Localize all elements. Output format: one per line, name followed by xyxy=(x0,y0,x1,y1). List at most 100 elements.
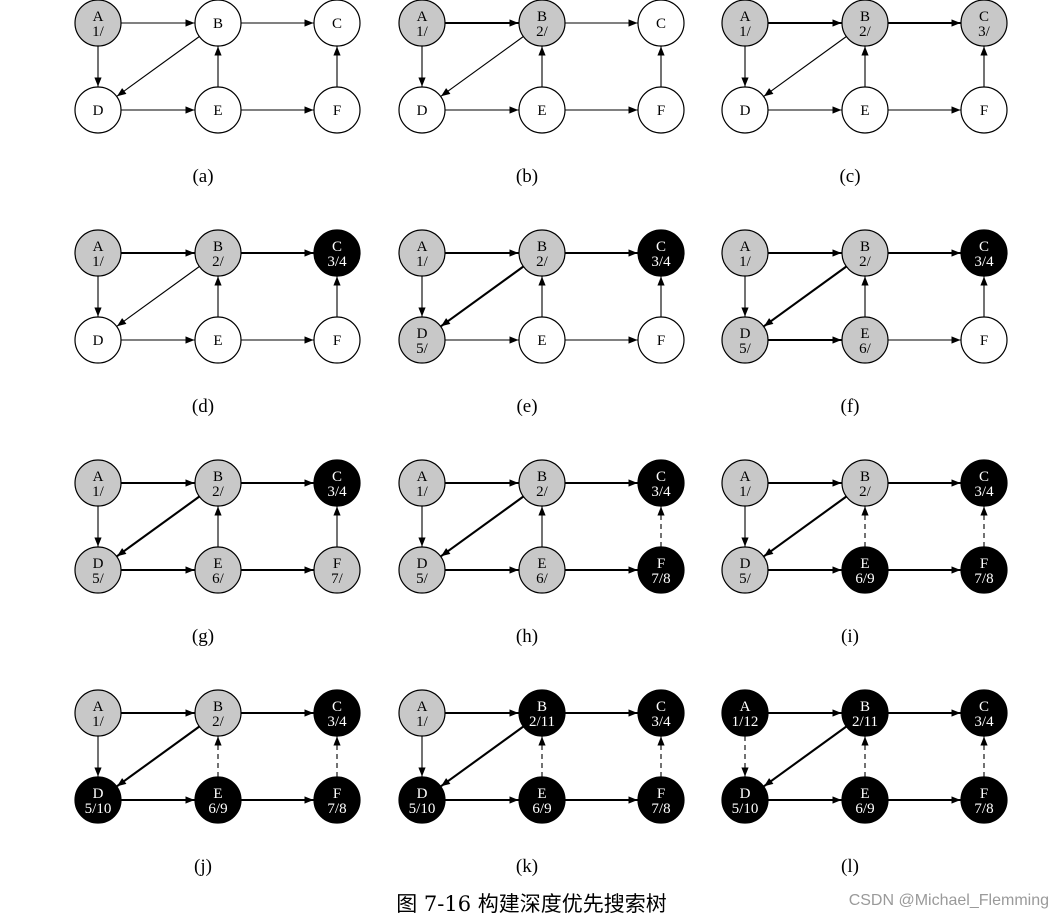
node-name: D xyxy=(417,103,428,119)
node-circle xyxy=(313,546,361,594)
node-name: B xyxy=(860,239,870,255)
node-circle xyxy=(194,546,242,594)
node-name: F xyxy=(333,786,341,802)
node-d: D5/ xyxy=(721,546,769,594)
node-d: D xyxy=(74,86,122,134)
node-circle xyxy=(637,86,685,134)
node-b: B2/ xyxy=(518,0,566,47)
node-circle xyxy=(518,86,566,134)
node-f: F xyxy=(960,316,1008,364)
node-circle xyxy=(960,229,1008,277)
node-circle xyxy=(960,316,1008,364)
node-circle xyxy=(194,316,242,364)
node-b: B2/ xyxy=(194,459,242,507)
node-c: C3/4 xyxy=(960,229,1008,277)
node-name: F xyxy=(333,556,341,572)
edge-b-d xyxy=(440,495,524,558)
node-name: A xyxy=(417,469,428,485)
node-a: A1/ xyxy=(74,229,122,277)
panel-label: (l) xyxy=(841,856,859,877)
node-circle xyxy=(637,776,685,824)
node-time: 3/4 xyxy=(327,254,347,270)
node-circle xyxy=(637,689,685,737)
node-name: A xyxy=(93,469,104,485)
node-name: E xyxy=(537,786,546,802)
node-a: A1/ xyxy=(398,229,446,277)
node-name: E xyxy=(537,103,546,119)
node-name: C xyxy=(979,9,989,25)
node-name: B xyxy=(537,239,547,255)
node-e: E6/9 xyxy=(841,776,889,824)
node-name: D xyxy=(93,333,104,349)
edge-b-d xyxy=(116,495,200,558)
node-f: F7/8 xyxy=(960,546,1008,594)
node-c: C xyxy=(637,0,685,47)
edge-b-d xyxy=(116,36,200,97)
node-circle xyxy=(74,86,122,134)
panel-label: (g) xyxy=(192,626,214,647)
node-time: 3/4 xyxy=(651,254,671,270)
node-c: C3/4 xyxy=(313,689,361,737)
node-name: D xyxy=(740,556,751,572)
node-f: F xyxy=(313,316,361,364)
node-circle xyxy=(518,459,566,507)
node-d: D5/ xyxy=(74,546,122,594)
node-circle xyxy=(960,689,1008,737)
node-f: F7/8 xyxy=(313,776,361,824)
node-c: C xyxy=(313,0,361,47)
node-circle xyxy=(313,229,361,277)
node-c: C3/4 xyxy=(637,229,685,277)
node-time: 3/4 xyxy=(974,254,994,270)
node-name: E xyxy=(537,556,546,572)
panel-label: (b) xyxy=(516,166,538,187)
node-name: F xyxy=(333,333,341,349)
edge-b-d xyxy=(116,266,200,327)
node-circle xyxy=(841,776,889,824)
node-name: D xyxy=(417,786,428,802)
node-time: 3/4 xyxy=(327,484,347,500)
node-time: 1/ xyxy=(92,484,105,500)
edge-b-d xyxy=(440,725,524,788)
node-c: C3/4 xyxy=(960,689,1008,737)
node-circle xyxy=(313,316,361,364)
edge-b-d xyxy=(763,495,847,558)
node-circle xyxy=(313,689,361,737)
node-f: F7/8 xyxy=(637,546,685,594)
node-time: 2/11 xyxy=(852,714,878,730)
node-time: 5/10 xyxy=(85,801,112,817)
node-circle xyxy=(841,0,889,47)
node-name: D xyxy=(417,326,428,342)
node-circle xyxy=(74,229,122,277)
node-a: A1/ xyxy=(398,459,446,507)
node-name: E xyxy=(213,333,222,349)
node-circle xyxy=(960,776,1008,824)
node-name: D xyxy=(740,786,751,802)
node-name: A xyxy=(740,9,751,25)
node-f: F xyxy=(637,316,685,364)
node-time: 2/ xyxy=(859,24,872,40)
node-name: F xyxy=(657,556,665,572)
node-time: 5/ xyxy=(739,341,752,357)
node-circle xyxy=(721,776,769,824)
edge-b-d xyxy=(440,36,524,97)
node-c: C3/4 xyxy=(637,689,685,737)
node-b: B2/ xyxy=(194,689,242,737)
node-b: B2/ xyxy=(518,229,566,277)
node-e: E6/ xyxy=(518,546,566,594)
node-circle xyxy=(637,459,685,507)
node-a: A1/ xyxy=(74,689,122,737)
node-time: 1/ xyxy=(416,714,429,730)
node-time: 3/4 xyxy=(327,714,347,730)
panel-label: (e) xyxy=(516,396,537,417)
node-circle xyxy=(637,316,685,364)
node-circle xyxy=(194,229,242,277)
node-circle xyxy=(74,459,122,507)
node-circle xyxy=(721,229,769,277)
node-name: F xyxy=(657,786,665,802)
node-e: E xyxy=(518,86,566,134)
node-c: C3/4 xyxy=(960,459,1008,507)
node-name: E xyxy=(213,556,222,572)
node-time: 6/ xyxy=(859,341,872,357)
